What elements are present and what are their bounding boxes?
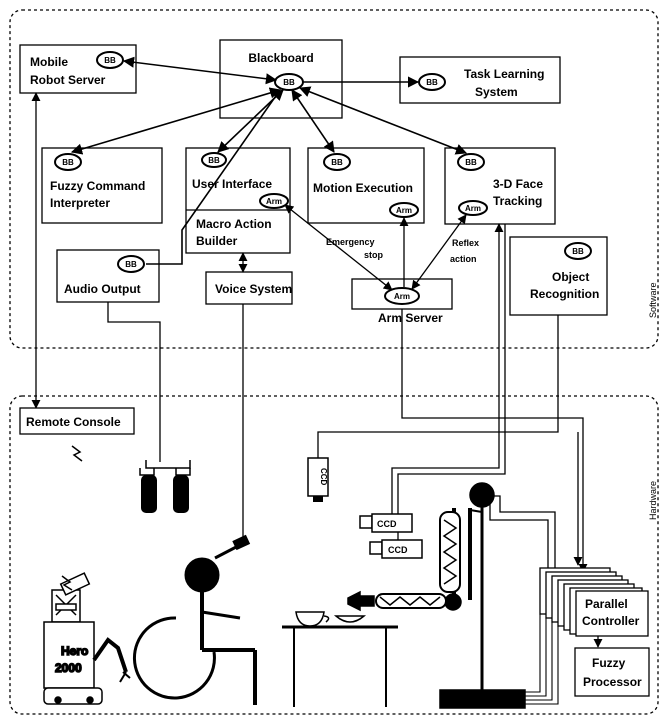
object-recognition-box: BB Object Recognition xyxy=(509,236,608,316)
svg-text:BB: BB xyxy=(572,247,584,256)
svg-text:3-D Face: 3-D Face xyxy=(493,177,543,191)
svg-text:Arm: Arm xyxy=(394,292,410,301)
svg-text:User Interface: User Interface xyxy=(192,177,272,191)
user-interface-box: BB User Interface Arm Macro Action Build… xyxy=(185,147,291,254)
hero-robot-icon: Hero 2000 xyxy=(43,572,131,705)
reflex-action-label-2: action xyxy=(450,254,477,264)
svg-text:CCD: CCD xyxy=(388,545,408,555)
fuzzy-processor-box: Fuzzy Processor xyxy=(574,647,650,697)
svg-text:Interpreter: Interpreter xyxy=(50,196,110,210)
svg-text:BB: BB xyxy=(125,260,137,269)
controller-cables xyxy=(520,614,559,705)
svg-text:CCD: CCD xyxy=(377,519,397,529)
svg-text:System: System xyxy=(475,85,518,99)
ccd-camera-2: CCD xyxy=(369,539,423,559)
svg-text:2000: 2000 xyxy=(55,661,82,675)
svg-text:Mobile: Mobile xyxy=(30,55,68,69)
svg-text:Fuzzy Command: Fuzzy Command xyxy=(50,179,145,193)
svg-text:Arm Server: Arm Server xyxy=(378,311,443,325)
fuzzy-command-interpreter-box: BB Fuzzy Command Interpreter xyxy=(41,147,163,224)
motion-execution-box: BB Motion Execution Arm xyxy=(307,147,425,224)
svg-text:BB: BB xyxy=(62,158,74,167)
software-label: Software xyxy=(648,282,658,318)
svg-text:Task Learning: Task Learning xyxy=(464,67,544,81)
svg-text:Audio Output: Audio Output xyxy=(64,282,141,296)
audio-output-box: BB Audio Output xyxy=(56,249,160,303)
mobile-robot-server-box: Mobile Robot Server BB xyxy=(19,44,137,94)
svg-text:BB: BB xyxy=(465,158,477,167)
table-icon xyxy=(282,611,398,707)
wireless-signal-icon xyxy=(71,445,83,462)
parallel-controller-label: Parallel xyxy=(585,597,628,611)
blackboard-box: Blackboard BB xyxy=(219,39,343,119)
svg-text:Builder: Builder xyxy=(196,234,238,248)
svg-text:Object: Object xyxy=(552,270,589,284)
reflex-action-label: Reflex xyxy=(452,238,479,248)
svg-text:Blackboard: Blackboard xyxy=(248,51,313,65)
voice-system-box: Voice System xyxy=(205,271,293,305)
software-region xyxy=(9,9,659,349)
svg-text:Arm: Arm xyxy=(396,206,412,215)
svg-text:Fuzzy: Fuzzy xyxy=(592,656,626,670)
svg-text:BB: BB xyxy=(283,78,295,87)
svg-text:BB: BB xyxy=(104,56,116,65)
emergency-stop-label: Emergency xyxy=(326,237,375,247)
svg-text:Robot Server: Robot Server xyxy=(30,73,106,87)
svg-text:Arm: Arm xyxy=(266,197,282,206)
svg-text:Motion Execution: Motion Execution xyxy=(313,181,413,195)
svg-text:BB: BB xyxy=(208,156,220,165)
face-tracking-box: BB 3-D Face Tracking Arm xyxy=(444,147,556,225)
svg-text:Tracking: Tracking xyxy=(493,194,542,208)
arm-connectors xyxy=(284,204,467,291)
parallel-controller-label-2: Controller xyxy=(582,614,640,628)
svg-text:BB: BB xyxy=(331,158,343,167)
svg-text:Processor: Processor xyxy=(583,675,642,689)
ccd-camera-top: CCD xyxy=(307,457,329,502)
svg-text:Hero: Hero xyxy=(61,644,88,658)
svg-text:Arm: Arm xyxy=(465,204,481,213)
parallel-controller-stack xyxy=(539,567,649,637)
emergency-stop-label-2: stop xyxy=(364,250,384,260)
svg-text:BB: BB xyxy=(426,78,438,87)
hardware-label: Hardware xyxy=(648,481,658,520)
remote-console-box: Remote Console xyxy=(19,407,135,435)
blackboard-connectors xyxy=(70,56,468,265)
speakers-icon xyxy=(139,460,191,513)
svg-text:Macro Action: Macro Action xyxy=(196,217,272,231)
task-learning-system-box: Task Learning System BB xyxy=(399,56,561,104)
hardware-region xyxy=(9,395,659,715)
ccd-camera-1: CCD xyxy=(359,513,413,533)
wheelchair-user-icon xyxy=(133,534,257,705)
svg-text:Voice System: Voice System xyxy=(215,282,292,296)
svg-text:CCD: CCD xyxy=(319,468,328,486)
system-wiring xyxy=(31,92,603,648)
robot-arm-icon xyxy=(347,482,526,709)
svg-text:Recognition: Recognition xyxy=(530,287,599,301)
svg-text:Remote Console: Remote Console xyxy=(26,415,121,429)
